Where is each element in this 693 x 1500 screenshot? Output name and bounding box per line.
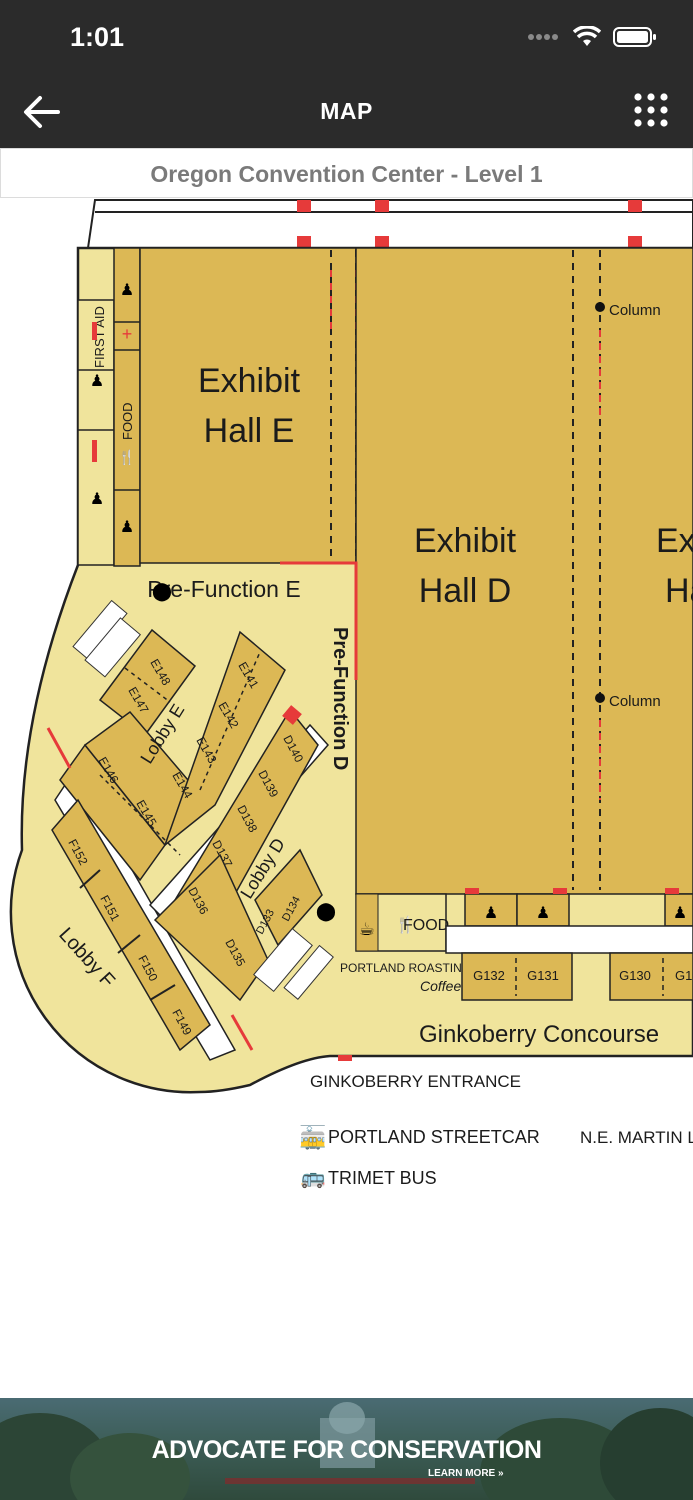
page-title: MAP — [320, 98, 373, 124]
wifi-icon — [573, 26, 601, 46]
food-label-left: FOOD — [120, 402, 135, 440]
restroom-icon: ♟ — [120, 282, 134, 299]
bus-label: TRIMET BUS — [328, 1168, 437, 1188]
hall-c-label-2: Ha — [665, 572, 693, 610]
nav-bar: MAP — [0, 74, 693, 148]
room-g132: G132 — [473, 968, 505, 983]
lobby-d-rooms[interactable]: D140 D139 D138 D137 D136 D135 D133 D134 … — [153, 705, 323, 1002]
restroom-icon: ♟ — [120, 519, 134, 536]
column-label-2: Column — [609, 693, 661, 710]
hall-c-label-1: Exh — [656, 522, 693, 560]
g-rooms[interactable]: G132 G131 G130 G12 — [461, 952, 693, 1001]
venue-title: Oregon Convention Center - Level 1 — [150, 161, 543, 187]
concourse-label: Ginkoberry Concourse — [419, 1021, 659, 1048]
restroom-icon: ♟ — [90, 491, 104, 508]
first-aid-icon: + — [122, 324, 133, 344]
venue-header: Oregon Convention Center - Level 1 — [0, 148, 693, 198]
svg-text:♟: ♟ — [536, 905, 550, 922]
prefunction-e-label: Pre-Function E — [147, 576, 300, 602]
grid-menu-icon[interactable] — [633, 92, 669, 128]
bus-icon: 🚌 — [301, 1167, 326, 1189]
banner-background-image — [0, 1402, 693, 1500]
hall-d-restrooms: ♟ ♟ ♟ — [445, 888, 693, 954]
first-aid-label: FIRST AID — [92, 306, 107, 368]
signal-icon — [528, 34, 558, 40]
status-bar: 1:01 — [0, 0, 693, 74]
elevator-icon: ⬤ — [152, 581, 172, 602]
prefunction-d-label: Pre-Function D — [329, 627, 351, 770]
service-column: FIRST AID FOOD + ♟ ♟ ♟ ♟ 🍴 — [77, 247, 145, 567]
battery-icon — [613, 27, 656, 47]
elevator-icon: ⬤ — [316, 901, 336, 922]
ad-banner[interactable]: ADVOCATE FOR CONSERVATION LEARN MORE » — [0, 1398, 693, 1500]
streetcar-icon: 🚋 — [299, 1125, 326, 1150]
streetcar-label: PORTLAND STREETCAR — [328, 1127, 540, 1147]
room-g131: G131 — [527, 968, 559, 983]
utensils-icon: 🍴 — [395, 915, 415, 934]
exhibit-hall-d[interactable]: Exhibit Hall D Exh Ha Column Column — [355, 247, 693, 895]
exhibit-hall-e[interactable]: Exhibit Hall E — [139, 247, 357, 564]
room-g12x: G12 — [675, 968, 693, 983]
lobby-e-rooms[interactable]: E148 E147 E146 E145 E141 E142 E143 E144 … — [59, 628, 286, 882]
coffee-cup-icon: ☕ — [359, 919, 375, 939]
coffee-label: Coffee — [420, 978, 461, 994]
food-court[interactable]: ☕ 🍴 FOOD PORTLAND ROASTING Coffee — [340, 893, 471, 994]
entrance-label: GINKOBERRY ENTRANCE — [310, 1072, 521, 1091]
status-time: 1:01 — [70, 22, 125, 52]
stairs — [72, 599, 334, 1000]
coffee-brand: PORTLAND ROASTING — [340, 961, 471, 975]
hall-e-label-1: Exhibit — [198, 362, 301, 400]
status-icons — [527, 26, 657, 48]
svg-text:♟: ♟ — [484, 905, 498, 922]
hall-e-label-2: Hall E — [204, 412, 295, 450]
hall-d-label-2: Hall D — [419, 572, 512, 610]
column-label-1: Column — [609, 302, 661, 319]
loading-dock — [86, 199, 693, 249]
utensils-icon: 🍴 — [118, 449, 135, 466]
room-g130: G130 — [619, 968, 651, 983]
food-label: FOOD — [403, 917, 449, 934]
street-label: N.E. MARTIN LU — [580, 1128, 693, 1147]
floor-map-svg[interactable]: FIRST AID FOOD + ♟ ♟ ♟ ♟ 🍴 Exhibit Hall … — [0, 198, 693, 1398]
banner-headline: ADVOCATE FOR CONSERVATION — [151, 1436, 542, 1464]
restroom-icon: ♟ — [90, 373, 104, 390]
back-arrow-icon[interactable] — [22, 92, 62, 132]
floor-map[interactable]: FIRST AID FOOD + ♟ ♟ ♟ ♟ 🍴 Exhibit Hall … — [0, 198, 693, 1398]
learn-more-link[interactable]: LEARN MORE » — [428, 1468, 504, 1479]
svg-text:♟: ♟ — [673, 905, 687, 922]
hall-d-label-1: Exhibit — [414, 522, 517, 560]
